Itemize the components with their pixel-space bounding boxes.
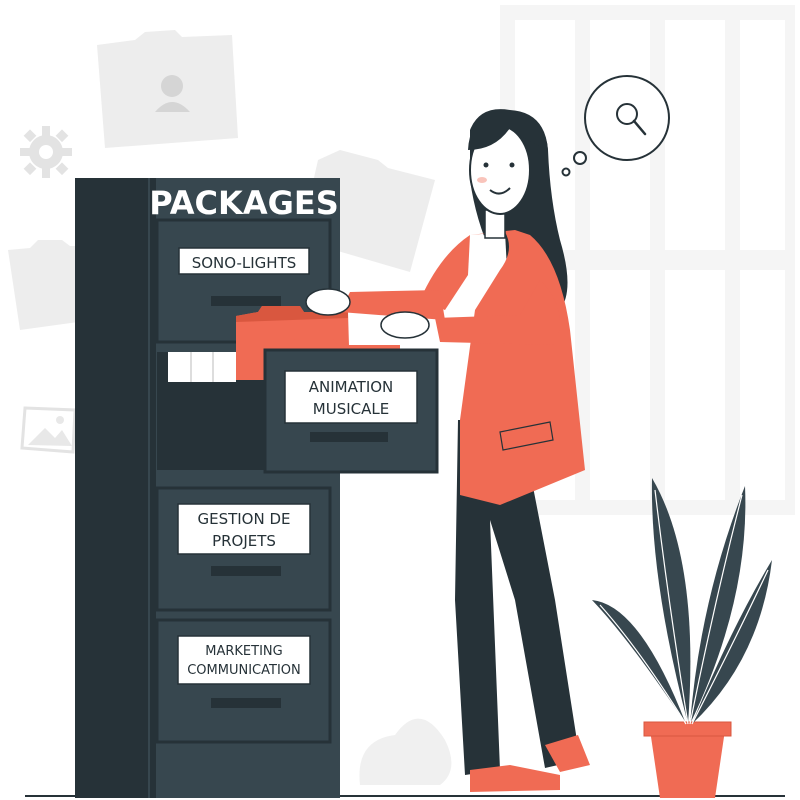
folder-icon [8,240,78,330]
user-icon [161,75,183,97]
label-projets: PROJETS [212,532,276,550]
thought-bubble [561,75,670,177]
label-drawer-4: MARKETING COMMUNICATION [177,635,311,685]
search-icon [616,103,647,136]
label-title: PACKAGES [149,184,339,222]
drawer-handle [211,698,281,708]
drawer-handle [310,432,388,442]
gear-icon [20,126,72,178]
drawer-handle [211,296,281,306]
image-icon [20,406,77,454]
folder-icon [97,30,238,148]
label-drawer-1: SONO-LIGHTS [178,247,310,275]
label-communication: COMMUNICATION [187,663,301,678]
label-animation: ANIMATION [309,378,394,396]
potted-plant [592,478,772,798]
label-musicale: MUSICALE [313,400,389,418]
label-drawer-3: GESTION DE PROJETS [177,503,311,555]
paper [168,352,236,382]
label-sono-lights: SONO-LIGHTS [192,254,297,272]
cloud-shape [359,718,452,785]
drawer-handle [211,566,281,576]
woman [305,109,590,792]
floor-line [25,795,785,797]
label-drawer-2: ANIMATION MUSICALE [284,370,418,424]
label-gestion: GESTION DE [197,510,290,528]
label-marketing: MARKETING [205,644,282,659]
cabinet-title: PACKAGES [149,184,339,222]
